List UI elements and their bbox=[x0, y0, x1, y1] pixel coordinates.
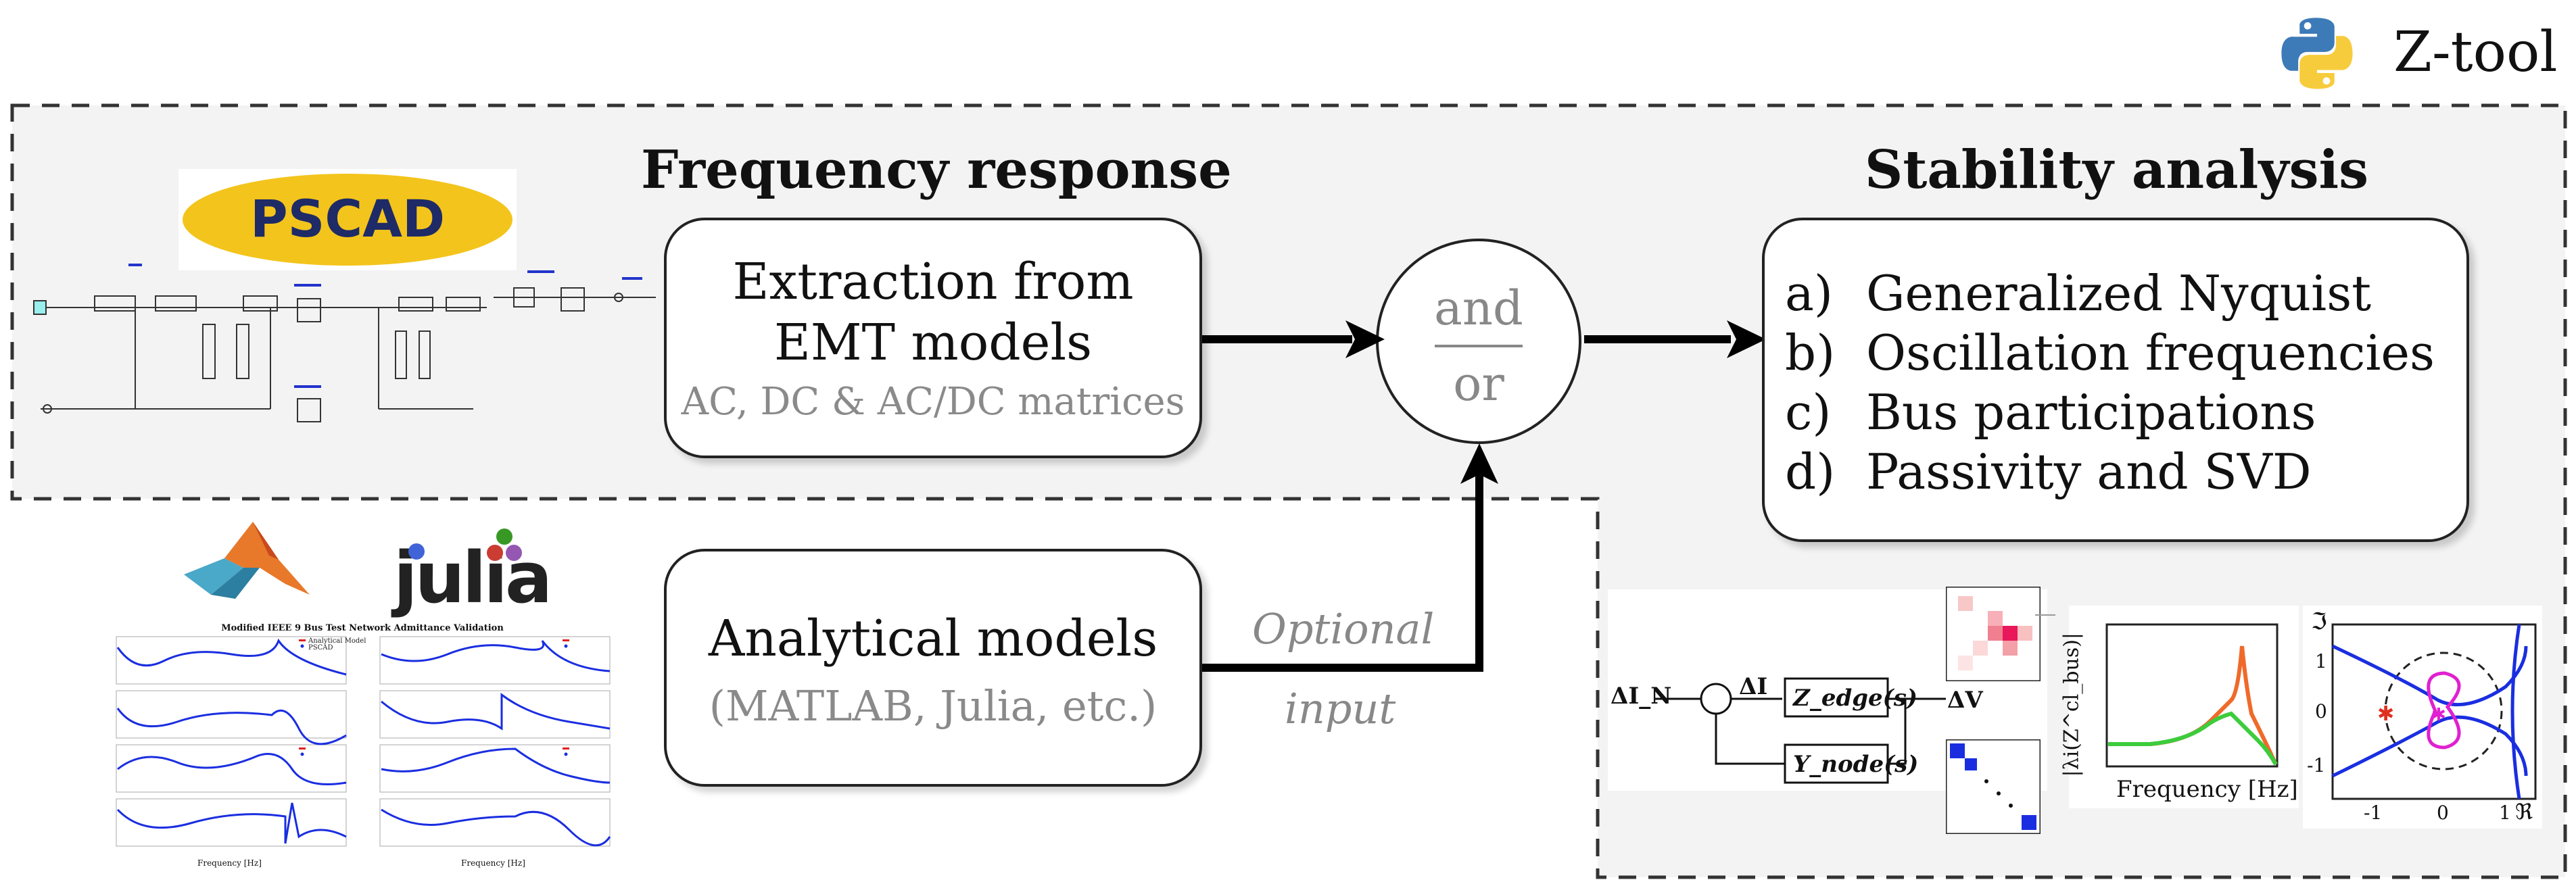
nyquist-xtick-0: 0 bbox=[2437, 802, 2449, 824]
pscad-schematic bbox=[33, 264, 656, 422]
emt-line1: Extraction from bbox=[732, 253, 1134, 311]
block-sum-output-label: ΔI bbox=[1739, 673, 1768, 700]
nyquist-ylabel: ℑ bbox=[2311, 608, 2327, 635]
nyquist-ytick-1: 1 bbox=[2315, 650, 2327, 672]
analytical-subtitle: (MATLAB, Julia, etc.) bbox=[709, 681, 1158, 731]
app-name: Z-tool bbox=[2393, 20, 2558, 84]
magnitude-plot-canvas bbox=[2105, 623, 2279, 768]
participation-heatmap-icon bbox=[1946, 587, 2041, 681]
magnitude-plot-xlabel: Frequency [Hz] bbox=[2116, 776, 2298, 803]
zedge-block: Z_edge(s) bbox=[1793, 685, 1917, 712]
emt-extraction-box: Extraction from EMT models AC, DC & AC/D… bbox=[664, 218, 1202, 458]
sparse-matrix-icon bbox=[1946, 739, 2041, 834]
and-or-junction: and or bbox=[1376, 239, 1581, 444]
stability-item: c)Bus participations bbox=[1785, 384, 2316, 441]
validation-xlabel-left: Frequency [Hz] bbox=[197, 858, 262, 868]
validation-plot-title: Modified IEEE 9 Bus Test Network Admitta… bbox=[221, 623, 504, 633]
matlab-logo-icon bbox=[184, 522, 310, 599]
analytical-models-box: Analytical models (MATLAB, Julia, etc.) bbox=[664, 549, 1202, 787]
critical-point-icon: ✱ bbox=[2377, 702, 2394, 726]
nyquist-plot-canvas: ✱ ✱ bbox=[2331, 623, 2537, 800]
zoom-guide-lines bbox=[2035, 614, 2055, 616]
input-label: input bbox=[1285, 684, 1396, 733]
admittance-validation-plot: Modified IEEE 9 Bus Test Network Admitta… bbox=[96, 622, 629, 872]
block-output-label: ΔV bbox=[1947, 687, 1983, 714]
nyquist-xlabel: ℜ bbox=[2515, 799, 2533, 825]
stability-item: a)Generalized Nyquist bbox=[1785, 265, 2372, 322]
block-input-label: ΔI_N bbox=[1611, 683, 1672, 710]
pscad-logo-icon: PSCAD bbox=[183, 174, 512, 266]
nyquist-xtick-1: 1 bbox=[2499, 802, 2511, 824]
origin-marker-icon: ✱ bbox=[2431, 705, 2446, 725]
julia-dots-icon bbox=[408, 529, 522, 561]
stability-analysis-heading: Stability analysis bbox=[1865, 139, 2369, 201]
analytical-title: Analytical models bbox=[708, 610, 1158, 668]
frequency-response-heading: Frequency response bbox=[641, 139, 1232, 201]
validation-subplots: Analytical Model PSCAD bbox=[116, 636, 611, 847]
nyquist-ytick-neg1: -1 bbox=[2307, 754, 2326, 777]
feedback-diagram-lines bbox=[1655, 677, 1946, 784]
emt-subtitle: AC, DC & AC/DC matrices bbox=[681, 380, 1185, 424]
stability-item: b)Oscillation frequencies bbox=[1785, 324, 2435, 381]
junction-or: or bbox=[1453, 356, 1504, 412]
stability-item: d)Passivity and SVD bbox=[1785, 443, 2312, 500]
pscad-logo-text: PSCAD bbox=[250, 189, 445, 249]
stability-analysis-list: a)Generalized Nyquist b)Oscillation freq… bbox=[1785, 264, 2435, 501]
python-logo-icon bbox=[2281, 18, 2353, 89]
junction-and: and bbox=[1434, 280, 1523, 336]
magnitude-plot-ylabel: |λi(Z^cl_bus)| bbox=[2059, 632, 2084, 777]
validation-xlabel-right: Frequency [Hz] bbox=[461, 858, 525, 868]
legend-pscad-label: PSCAD bbox=[308, 644, 333, 652]
optional-label: Optional bbox=[1252, 604, 1435, 654]
legend-analytical-label: Analytical Model bbox=[308, 637, 366, 645]
nyquist-xtick-neg1: -1 bbox=[2364, 802, 2383, 824]
stability-analysis-box bbox=[1762, 218, 2469, 542]
nyquist-ytick-0: 0 bbox=[2315, 700, 2327, 722]
ynode-block: Y_node(s) bbox=[1793, 751, 1919, 778]
emt-line2: EMT models bbox=[773, 314, 1093, 372]
julia-logo-icon: julia bbox=[393, 522, 552, 619]
